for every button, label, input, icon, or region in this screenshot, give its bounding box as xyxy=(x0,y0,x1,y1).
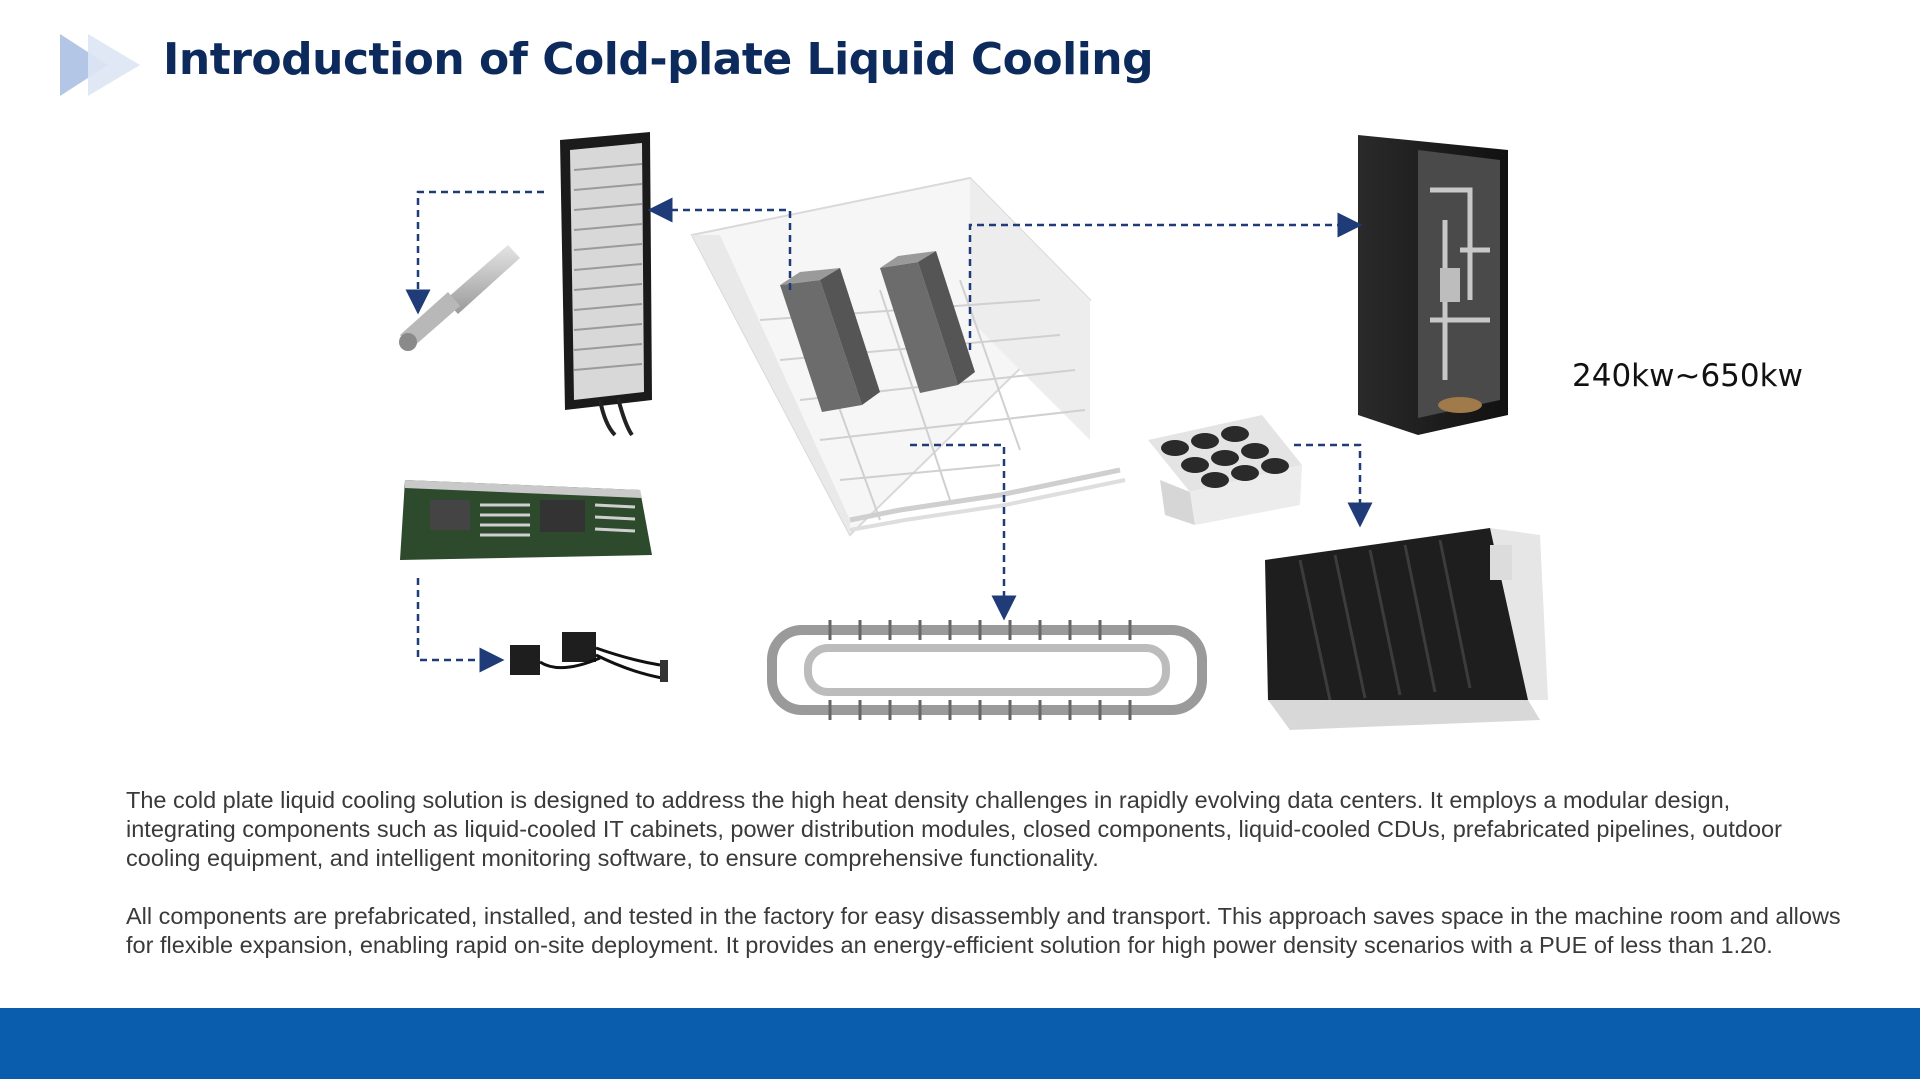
footer-bar xyxy=(0,1008,1920,1079)
flow-arrows xyxy=(405,190,1373,673)
liquid-cooled-it-cabinet xyxy=(560,132,652,437)
machine-room-container xyxy=(690,176,1126,537)
power-range-label: 240kw~650kw xyxy=(1572,358,1803,394)
quick-connector xyxy=(399,245,520,351)
outdoor-cooling-unit xyxy=(1265,528,1548,730)
double-triangle-arrow-icon xyxy=(60,34,140,96)
description-paragraph-1: The cold plate liquid cooling solution i… xyxy=(126,787,1782,871)
cold-plates xyxy=(510,632,668,682)
dry-cooler-fans xyxy=(1148,415,1302,525)
description: The cold plate liquid cooling solution i… xyxy=(126,786,1846,989)
page-title: Introduction of Cold-plate Liquid Coolin… xyxy=(163,34,1154,85)
liquid-cooled-cdu xyxy=(1358,135,1508,435)
cooling-system-diagram xyxy=(399,132,1548,730)
description-paragraph-2: All components are prefabricated, instal… xyxy=(126,903,1841,958)
prefabricated-pipeline-manifold xyxy=(767,620,1207,720)
server-motherboard xyxy=(400,480,652,560)
